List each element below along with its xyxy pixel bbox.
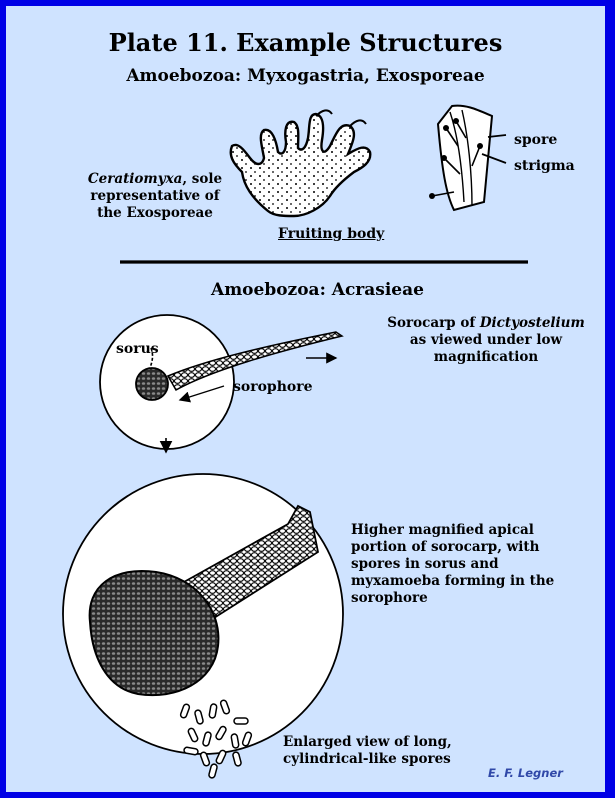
ceratiomyxa-description: , sole representative of the Exosporeae (90, 171, 223, 221)
dictyostelium-genus: Dictyostelium (479, 315, 585, 331)
fruiting-body-drawing (229, 109, 372, 218)
section-heading-exosporeae: Amoebozoa: Myxogastria, Exosporeae (126, 66, 485, 86)
ceratiomyxa-caption: Ceratiomyxa, sole representative of the … (80, 171, 230, 222)
spores-caption: Enlarged view of long, cylindrical-like … (283, 734, 452, 767)
high-magnification-view (62, 473, 344, 755)
sorus-label: sorus (116, 341, 159, 357)
illustration-canvas (62, 104, 528, 779)
ceratiomyxa-genus: Ceratiomyxa (87, 171, 183, 187)
spore-label: spore (514, 132, 558, 148)
sorocarp-caption-suffix: as viewed under low magnification (409, 332, 563, 365)
section-heading-acrasieae: Amoebozoa: Acrasieae (211, 280, 424, 300)
sorocarp-caption-prefix: Sorocarp of (387, 315, 480, 331)
low-magnification-view (99, 314, 344, 454)
plate-panel: Plate 11. Example Structures Amoebozoa: … (6, 6, 605, 792)
spore-strigma-drawing (429, 104, 507, 212)
sorophore-label: sorophore (233, 379, 313, 395)
apical-portion-caption: Higher magnified apical portion of soroc… (351, 522, 555, 606)
author-credit: E. F. Legner (488, 766, 563, 780)
sorocarp-caption: Sorocarp of Dictyostelium as viewed unde… (386, 315, 586, 366)
fruiting-body-label: Fruiting body (278, 226, 385, 242)
enlarged-spores-drawing (179, 699, 253, 779)
plate-title: Plate 11. Example Structures (108, 28, 503, 57)
strigma-label: strigma (514, 158, 575, 174)
